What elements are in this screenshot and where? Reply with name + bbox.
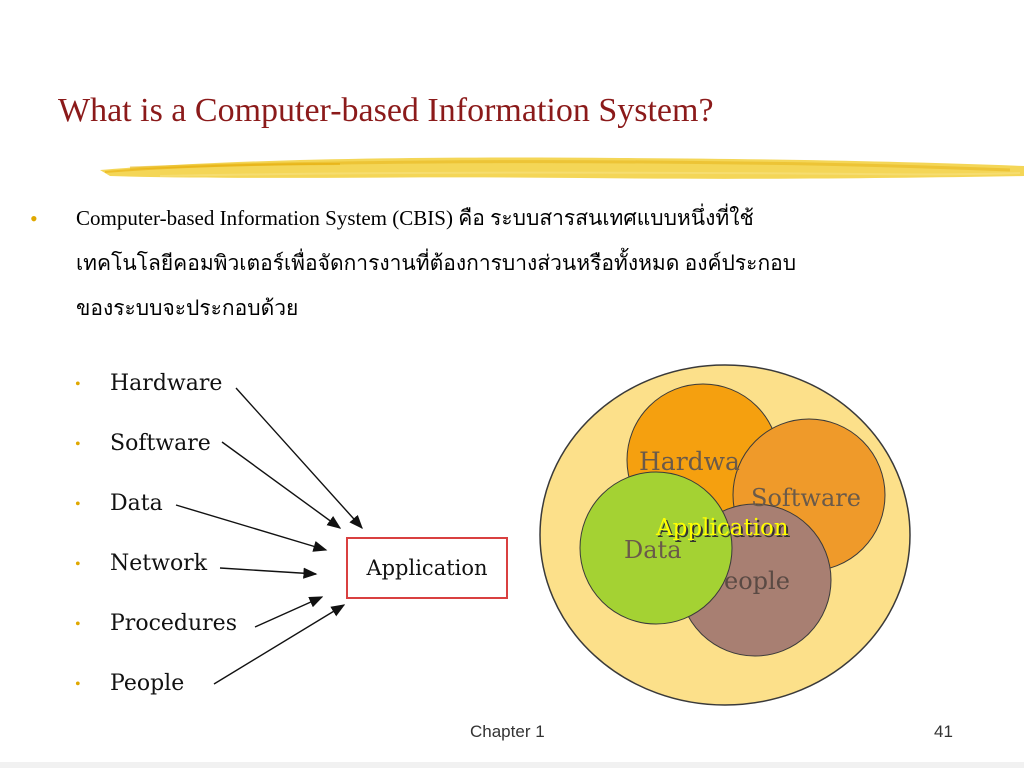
paragraph-line-1: Computer-based Information System (CBIS)… bbox=[76, 206, 754, 230]
component-data: Data bbox=[110, 491, 163, 516]
arrow-procedures bbox=[254, 596, 324, 628]
bullet-dot-icon: • bbox=[75, 556, 81, 573]
arrow-data bbox=[175, 504, 328, 552]
arrow-software bbox=[221, 441, 342, 529]
slide-title: What is a Computer-based Information Sys… bbox=[58, 92, 714, 129]
cbis-paragraph: Computer-based Information System (CBIS)… bbox=[76, 196, 976, 331]
paragraph-line-2: เทคโนโลยีคอมพิวเตอร์เพื่อจัดการงานที่ต้อ… bbox=[76, 251, 797, 275]
bullet-dot-icon: • bbox=[30, 206, 38, 231]
cbis-venn-diagram: Hardwa Software Data eople Application A… bbox=[539, 364, 911, 706]
component-hardware: Hardware bbox=[110, 371, 223, 396]
bullet-dot-icon: • bbox=[75, 436, 81, 453]
data-label: Data bbox=[624, 536, 682, 564]
component-software: Software bbox=[110, 431, 211, 456]
bottom-divider bbox=[0, 762, 1024, 768]
bullet-dot-icon: • bbox=[75, 616, 81, 633]
bullet-dot-icon: • bbox=[75, 376, 81, 393]
software-label: Software bbox=[751, 484, 861, 512]
application-box-label: Application bbox=[366, 556, 488, 580]
paragraph-line-3: ของระบบจะประกอบด้วย bbox=[76, 296, 299, 320]
component-network: Network bbox=[110, 551, 208, 576]
data-circle bbox=[579, 471, 733, 625]
footer-chapter: Chapter 1 bbox=[470, 722, 545, 741]
title-underline-brush bbox=[100, 157, 1024, 179]
arrow-people bbox=[213, 604, 346, 685]
component-people: People bbox=[110, 671, 185, 696]
component-procedures: Procedures bbox=[110, 611, 237, 636]
hardware-label: Hardwa bbox=[639, 447, 740, 476]
bullet-dot-icon: • bbox=[75, 496, 81, 513]
people-label: eople bbox=[724, 567, 790, 595]
application-label-shadow: Application bbox=[657, 517, 791, 543]
arrow-network bbox=[219, 567, 318, 579]
arrow-hardware bbox=[235, 387, 363, 530]
bullet-dot-icon: • bbox=[75, 676, 81, 693]
footer-page-number: 41 bbox=[934, 722, 953, 741]
application-label: Application bbox=[655, 515, 789, 541]
application-box: Application bbox=[346, 537, 508, 599]
